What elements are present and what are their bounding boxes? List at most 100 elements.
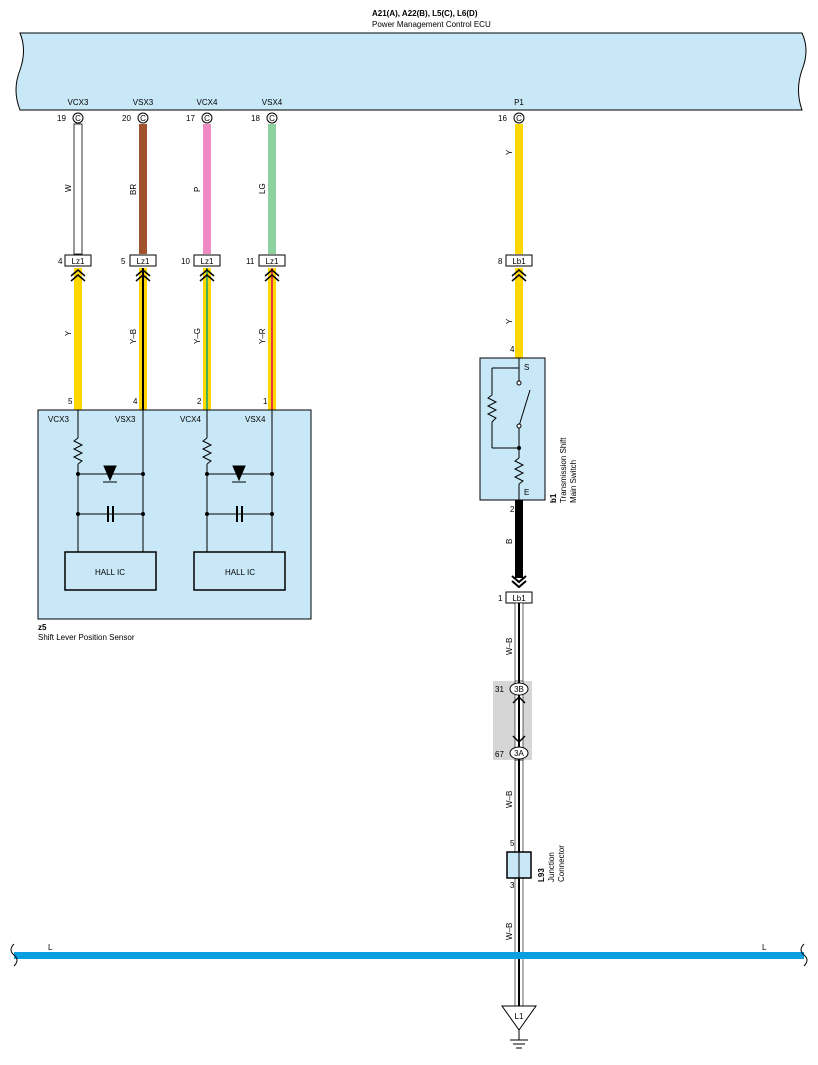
sensor-circuit-2 — [201, 410, 273, 552]
lz1-box-2 — [129, 254, 157, 267]
switch-pin-top: 4 — [510, 345, 515, 354]
ground-icon — [510, 1030, 528, 1049]
ecu-pin-c-19 — [72, 112, 84, 124]
inline-top-oval — [509, 682, 529, 696]
wire-yg-stripe — [206, 268, 208, 410]
switch-circuit — [486, 358, 531, 500]
lz1-box-4 — [258, 254, 286, 267]
wire-label-y-switch: Y — [505, 318, 514, 324]
ecu-name: Power Management Control ECU — [372, 20, 491, 29]
lz1-pin-5: 5 — [121, 257, 126, 266]
l93-pin-top: 5 — [510, 839, 515, 848]
ecu-pin-c-16 — [513, 112, 525, 124]
ecu-pin-c-17 — [201, 112, 213, 124]
ecu-pin-conn-17: C — [204, 114, 210, 123]
switch-box — [479, 357, 546, 501]
switch-term-e: E — [524, 488, 529, 497]
sensor-pin-label-vcx3: VCX3 — [48, 415, 69, 424]
inline-bot-label: 3A — [514, 749, 524, 758]
ecu-pin-num-17: 17 — [186, 114, 195, 123]
bus-l — [14, 952, 804, 959]
switch-name-2: Main Switch — [569, 460, 578, 503]
wire-yb-stripe — [142, 268, 144, 410]
wire-br — [139, 124, 147, 254]
lower-wires — [74, 268, 523, 410]
lz1-connectors: 4 Lz1 5 Lz1 10 Lz1 11 Lz1 8 Lb1 — [58, 254, 533, 267]
wire-w — [73, 123, 83, 255]
lz1-box-1 — [64, 254, 92, 267]
sensor-pin-label-vsx3: VSX3 — [115, 415, 136, 424]
lz1-pin-11: 11 — [246, 257, 255, 266]
wire-label-y-p1: Y — [505, 149, 514, 155]
wb-wires — [514, 602, 524, 1007]
sensor-pin-1: 1 — [263, 397, 268, 406]
switch-name-1: Transmission Shift — [559, 437, 568, 503]
wire-label-p: P — [193, 187, 202, 192]
sensor-pin-label-vcx4: VCX4 — [180, 415, 201, 424]
lz1-label-3: Lz1 — [201, 257, 214, 266]
ecu-pin-c-18 — [266, 112, 278, 124]
lb1-top-box — [505, 254, 533, 267]
ecu-pin-c-20 — [137, 112, 149, 124]
ecu-pin-label-vcx4: VCX4 — [197, 98, 218, 107]
ecu-pin-label-vsx3: VSX3 — [133, 98, 154, 107]
bus-break-left — [10, 943, 18, 967]
lb1-top-label: Lb1 — [512, 257, 526, 266]
hall-ic-1 — [64, 551, 157, 591]
sensor-pin-4: 4 — [133, 397, 138, 406]
wire-label-wb-2: W–B — [505, 791, 514, 808]
ecu-pin-conn-20: C — [140, 114, 146, 123]
l93-name-2: Connector — [557, 845, 566, 882]
wire-y-p1 — [515, 124, 523, 254]
switch-dots — [516, 380, 522, 429]
l93-code: L93 — [537, 868, 546, 882]
sensor-dots-1 — [76, 472, 145, 516]
lb1-top-pin: 8 — [498, 257, 503, 266]
bus-label-left: L — [48, 943, 53, 952]
inline-top-label: 3B — [514, 685, 524, 694]
wire-y-1 — [74, 268, 82, 410]
sensor-pin-label-vsx4: VSX4 — [245, 415, 266, 424]
wire-label-yb: Y–B — [129, 329, 138, 344]
lz1-pin-4: 4 — [58, 257, 63, 266]
ecu-box — [15, 32, 807, 111]
wire-b — [515, 500, 523, 578]
ecu-pin-conn-19: C — [75, 114, 81, 123]
ecu-pin-num-16: 16 — [498, 114, 507, 123]
hall-ic-label-1: HALL IC — [95, 568, 125, 577]
inline-chevrons — [512, 695, 526, 744]
ecu-pin-num-19: 19 — [57, 114, 66, 123]
inline-top-num: 31 — [495, 685, 504, 694]
ground-label: L1 — [515, 1012, 524, 1021]
ecu-codes: A21(A), A22(B), L5(C), L6(D) — [372, 9, 478, 18]
bus-label-right: L — [762, 943, 767, 952]
ecu-pin-label-vsx4: VSX4 — [262, 98, 283, 107]
l93-name-1: Junction — [547, 852, 556, 882]
switch-pin-bottom: 2 — [510, 505, 515, 514]
wire-label-yr: Y–R — [258, 328, 267, 344]
ecu-pin-conn-16: C — [516, 114, 522, 123]
wire-label-wb-1: W–B — [505, 638, 514, 655]
lb1-bottom-label: Lb1 — [512, 594, 526, 603]
sensor-pin-2: 2 — [197, 397, 202, 406]
hall-ic-label-2: HALL IC — [225, 568, 255, 577]
inline-bot-oval — [509, 746, 529, 760]
wire-label-y-1: Y — [64, 330, 73, 336]
wire-label-w: W — [64, 184, 73, 192]
ecu-pin-label-vcx3: VCX3 — [68, 98, 89, 107]
ecu-pin-num-20: 20 — [122, 114, 131, 123]
lz1-pin-10: 10 — [181, 257, 190, 266]
lz1-label-4: Lz1 — [266, 257, 279, 266]
sensor-name: Shift Lever Position Sensor — [38, 633, 135, 642]
ecu-pin-label-p1: P1 — [514, 98, 524, 107]
inline-conn-bg — [493, 681, 532, 760]
lz1-label-2: Lz1 — [137, 257, 150, 266]
ecu-pin-num-18: 18 — [251, 114, 260, 123]
upper-wires — [73, 123, 523, 255]
switch-code: b1 — [549, 493, 558, 503]
switch-term-s: S — [524, 363, 529, 372]
wire-p — [203, 124, 211, 254]
wire-label-br: BR — [129, 184, 138, 195]
sensor-circuit-1 — [72, 410, 144, 552]
